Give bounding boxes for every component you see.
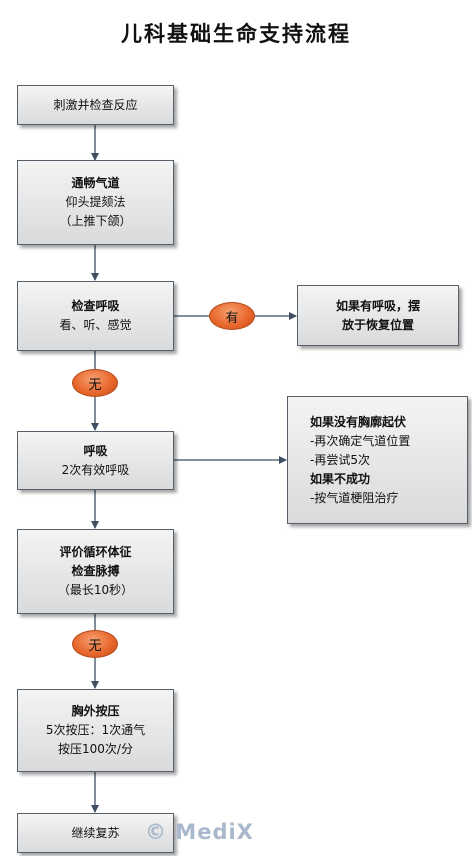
step-recovery-line2: 放于恢复位置	[341, 317, 414, 332]
step-breathe: 呼吸 2次有效呼吸	[17, 431, 174, 490]
step-compression-rate: 按压100次/分	[58, 742, 133, 756]
step-circulation-heading: 评价循环体征	[59, 545, 132, 559]
step-airway: 通畅气道 仰头提颏法 （上推下颌）	[17, 160, 174, 245]
step-no-chest-rise-item3: -按气道梗阻治疗	[310, 490, 399, 505]
step-check-breath: 检查呼吸 看、听、感觉	[17, 281, 174, 351]
decision-yes-breath: 有	[209, 302, 255, 330]
step-airway-text: 仰头提颏法	[65, 195, 126, 209]
step-no-chest-rise-item1: -再次确定气道位置	[310, 433, 411, 448]
step-circulation-note: （最长10秒）	[57, 583, 134, 597]
step-breathe-heading: 呼吸	[83, 443, 108, 458]
step-no-chest-rise: 如果没有胸廓起伏 -再次确定气道位置 -再尝试5次 如果不成功 -按气道梗阻治疗	[287, 396, 468, 524]
watermark: © MediX	[145, 820, 254, 844]
step-check-breath-text: 看、听、感觉	[59, 318, 132, 332]
step-check-breath-heading: 检查呼吸	[71, 299, 120, 313]
step-airway-heading: 通畅气道	[71, 176, 120, 190]
step-continue-text: 继续复苏	[71, 825, 120, 840]
step-airway-note: （上推下颌）	[59, 214, 132, 228]
step-circulation-subheading: 检查脉搏	[71, 564, 120, 578]
decision-no-circulation: 无	[72, 630, 118, 658]
step-recovery-line1: 如果有呼吸，摆	[335, 298, 420, 313]
step-no-chest-rise-subheading: 如果不成功	[310, 471, 371, 486]
step-breathe-text: 2次有效呼吸	[61, 462, 130, 477]
page-title: 儿科基础生命支持流程	[121, 22, 351, 46]
step-stimulate: 刺激并检查反应	[17, 85, 174, 125]
step-compression: 胸外按压 5次按压：1次通气 按压100次/分	[17, 689, 174, 772]
step-no-chest-rise-heading: 如果没有胸廓起伏	[310, 414, 407, 429]
step-circulation: 评价循环体征 检查脉搏 （最长10秒）	[17, 529, 174, 614]
step-stimulate-text: 刺激并检查反应	[53, 97, 138, 112]
step-continue: 继续复苏	[17, 813, 174, 853]
decision-no-breath: 无	[72, 369, 118, 397]
step-recovery-position: 如果有呼吸，摆 放于恢复位置	[297, 285, 459, 346]
step-no-chest-rise-item2: -再尝试5次	[310, 452, 370, 467]
step-compression-ratio: 5次按压：1次通气	[45, 723, 146, 737]
step-compression-heading: 胸外按压	[71, 704, 120, 718]
